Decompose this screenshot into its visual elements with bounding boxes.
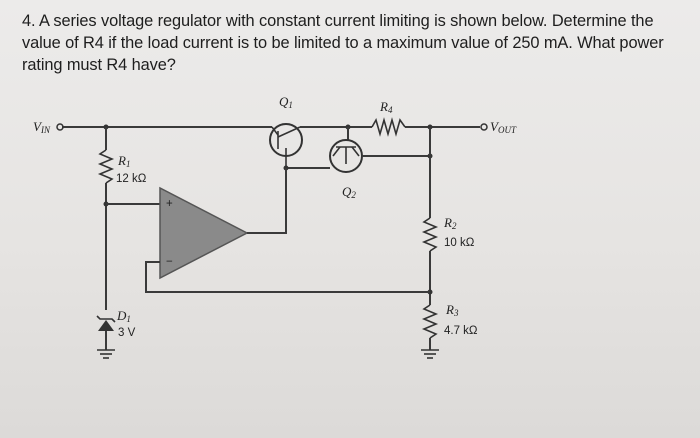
opamp-output-wire — [247, 168, 287, 234]
ground-r3 — [421, 338, 439, 359]
svg-text:−: − — [166, 256, 173, 268]
feedback-wire — [145, 261, 430, 293]
svg-text:R1: R1 — [117, 153, 130, 169]
d1-zener: D1 3 V — [96, 308, 136, 350]
svg-text:D1: D1 — [116, 308, 131, 324]
vout-terminal: VOUT — [480, 119, 517, 135]
q1-transistor: Q1 — [269, 94, 303, 168]
r3-resistor: R3 4.7 kΩ — [421, 302, 478, 339]
svg-text:4.7 kΩ: 4.7 kΩ — [444, 325, 478, 337]
r1-resistor: R1 12 kΩ — [97, 127, 147, 185]
q2-label: Q2 — [342, 184, 356, 200]
svg-text:R2: R2 — [443, 215, 457, 231]
q1-label: Q1 — [279, 94, 293, 110]
svg-text:10 kΩ: 10 kΩ — [444, 237, 475, 249]
r4-label: R4 — [379, 99, 393, 115]
svg-text:VIN: VIN — [33, 119, 51, 135]
svg-text:R3: R3 — [445, 302, 459, 318]
vin-terminal: VIN — [33, 119, 64, 135]
r4-resistor: R4 — [371, 99, 406, 137]
svg-text:VOUT: VOUT — [490, 119, 517, 135]
svg-text:12 kΩ: 12 kΩ — [116, 173, 147, 185]
q2-transistor: Q2 — [286, 127, 430, 200]
question-text: 4. A series voltage regulator with const… — [22, 12, 664, 74]
opamp: + − — [159, 186, 249, 280]
r2-resistor: R2 10 kΩ — [421, 215, 475, 252]
svg-text:3 V: 3 V — [118, 327, 136, 339]
svg-text:+: + — [166, 198, 173, 210]
ground-d1 — [97, 349, 115, 359]
